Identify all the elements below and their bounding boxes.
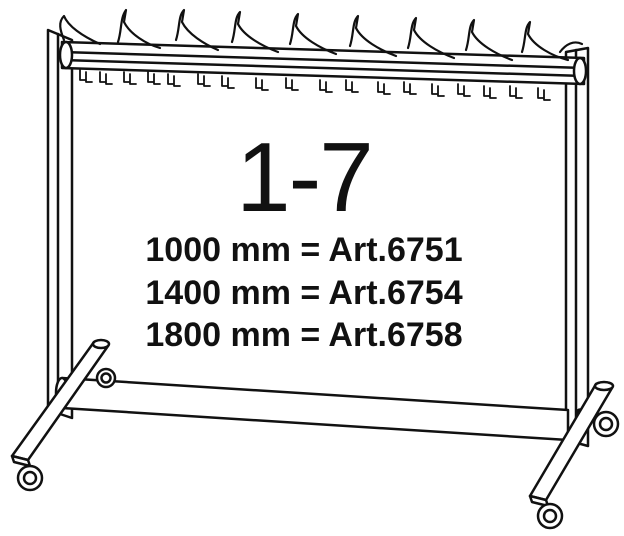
top-rail: [58, 40, 588, 86]
bottom-stretcher: [54, 376, 570, 442]
right-foot: [528, 380, 615, 508]
caster-wheel: [536, 502, 564, 530]
left-upright: [46, 28, 74, 420]
hanger-row: [79, 69, 551, 101]
caster-wheel: [95, 367, 117, 389]
spec-line-1400mm: 1400 mm = Art.6754: [145, 274, 463, 312]
caster-wheel: [16, 464, 44, 492]
caster-wheel: [592, 410, 620, 438]
range-label: 1-7: [236, 122, 374, 232]
spec-line-1800mm: 1800 mm = Art.6758: [145, 316, 463, 354]
top-hooks: [59, 8, 584, 62]
left-foot: [10, 338, 111, 468]
spec-line-1000mm: 1000 mm = Art.6751: [145, 231, 463, 269]
